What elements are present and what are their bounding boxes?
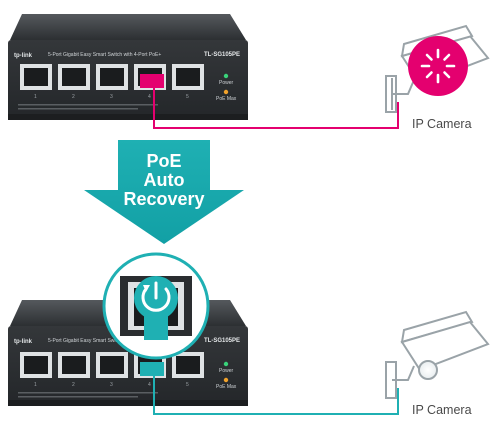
top-poe-max-led-label: PoE Max [216, 96, 237, 102]
svg-text:2: 2 [72, 382, 75, 388]
bottom-port-4-plug [140, 362, 164, 376]
top-poe-max-led [223, 89, 229, 95]
loading-icon [420, 48, 456, 84]
bottom-switch-port-numbers: 1 2 3 4 5 [34, 382, 189, 388]
arrow-shape [84, 140, 244, 244]
svg-text:4: 4 [148, 94, 151, 100]
arrow-line-3: Recovery [123, 189, 204, 209]
bottom-switch-product-line: 5-Port Gigabit Easy Smart Switch with 4-… [48, 338, 161, 344]
top-camera [385, 24, 490, 113]
svg-text:2: 2 [72, 94, 75, 100]
top-switch-model: TL-SG105PE [204, 52, 240, 58]
bottom-switch-brand: tp-link [14, 339, 33, 345]
top-switch: tp-link 5-Port Gigabit Easy Smart Switch… [8, 14, 248, 120]
bottom-switch-model: TL-SG105PE [204, 338, 240, 344]
top-switch-ports [20, 64, 204, 90]
bottom-switch-base [8, 400, 248, 406]
svg-text:5: 5 [186, 94, 189, 100]
top-power-led-label: Power [219, 80, 234, 86]
zoom-badge [102, 252, 210, 360]
bottom-poe-max-led-label: PoE Max [216, 384, 237, 390]
teal-cable [153, 376, 399, 415]
bottom-power-led [223, 361, 229, 367]
svg-text:1: 1 [34, 382, 37, 388]
top-switch-product-line: 5-Port Gigabit Easy Smart Switch with 4-… [48, 52, 161, 58]
poe-auto-recovery-arrow: PoE Auto Recovery [84, 140, 244, 244]
bottom-camera-hood [400, 310, 474, 344]
pink-cable [153, 88, 399, 129]
bottom-camera [385, 310, 490, 399]
bottom-camera-lens [418, 360, 438, 380]
bottom-poe-max-led [223, 377, 229, 383]
top-camera-mount [391, 78, 415, 110]
top-port-4-plug [140, 74, 164, 88]
svg-text:3: 3 [110, 94, 113, 100]
bottom-switch-ports [20, 352, 204, 378]
top-switch-base [8, 114, 248, 120]
bottom-camera-body [400, 320, 490, 372]
svg-text:1: 1 [34, 94, 37, 100]
svg-text:3: 3 [110, 382, 113, 388]
top-power-led [223, 73, 229, 79]
arrow-line-1: PoE [146, 151, 181, 171]
arrow-line-2: Auto [144, 170, 185, 190]
top-switch-brand: tp-link [14, 53, 33, 59]
svg-text:4: 4 [148, 382, 151, 388]
bottom-camera-label: IP Camera [412, 403, 472, 417]
top-switch-port-numbers: 1 2 3 4 5 [34, 94, 189, 100]
top-camera-label: IP Camera [412, 117, 472, 131]
camera-loading-indicator [408, 36, 468, 96]
bottom-power-led-label: Power [219, 368, 234, 374]
svg-text:5: 5 [186, 382, 189, 388]
top-switch-lid [10, 14, 246, 40]
